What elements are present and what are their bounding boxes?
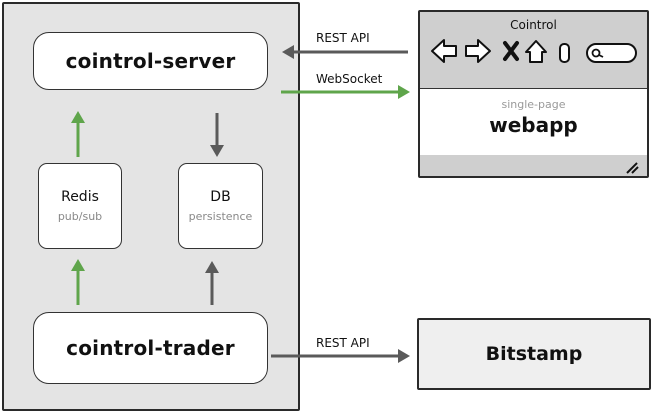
db-subtitle: persistence: [188, 210, 253, 223]
browser-statusbar: [420, 155, 647, 176]
db-node: DB persistence: [178, 163, 263, 249]
arrow-trader-to-bitstamp: [271, 349, 410, 363]
bookmark-icon[interactable]: [559, 43, 570, 63]
arrow-trader-to-db: [205, 261, 219, 305]
webapp-subtitle: single-page: [501, 98, 566, 111]
browser-titlebar: Cointrol: [420, 12, 647, 88]
db-title: DB: [210, 189, 231, 205]
cointrol-trader-node: cointrol-trader: [33, 312, 268, 384]
arrow-webapp-to-server: [282, 45, 408, 59]
bitstamp-label: Bitstamp: [485, 343, 583, 365]
browser-title: Cointrol: [510, 18, 557, 32]
search-box-icon[interactable]: [586, 43, 637, 63]
redis-subtitle: pub/sub: [57, 210, 103, 223]
cointrol-trader-label: cointrol-trader: [66, 336, 235, 360]
search-glass-icon: [591, 48, 601, 58]
bitstamp-node: Bitstamp: [417, 318, 651, 390]
webapp-label: webapp: [489, 113, 578, 137]
browser-toolbar: [431, 39, 637, 63]
back-arrow-icon[interactable]: [431, 39, 457, 63]
resize-grip-icon[interactable]: [623, 158, 643, 178]
arrow-server-to-db: [210, 113, 224, 157]
cointrol-server-node: cointrol-server: [33, 32, 268, 90]
close-x-icon[interactable]: [503, 41, 519, 61]
rest-api-label-bottom: REST API: [316, 336, 370, 350]
forward-arrow-icon[interactable]: [465, 39, 491, 63]
rest-api-label-top: REST API: [316, 31, 370, 45]
redis-title: Redis: [61, 189, 99, 205]
arrow-trader-to-redis: [71, 259, 85, 305]
websocket-label: WebSocket: [316, 72, 383, 86]
cointrol-server-label: cointrol-server: [65, 49, 236, 73]
browser-window: Cointrol single-page webapp: [418, 10, 649, 178]
home-icon[interactable]: [525, 40, 547, 63]
arrow-redis-to-server: [71, 111, 85, 157]
arrow-server-to-webapp: [281, 85, 410, 99]
redis-node: Redis pub/sub: [38, 163, 122, 249]
